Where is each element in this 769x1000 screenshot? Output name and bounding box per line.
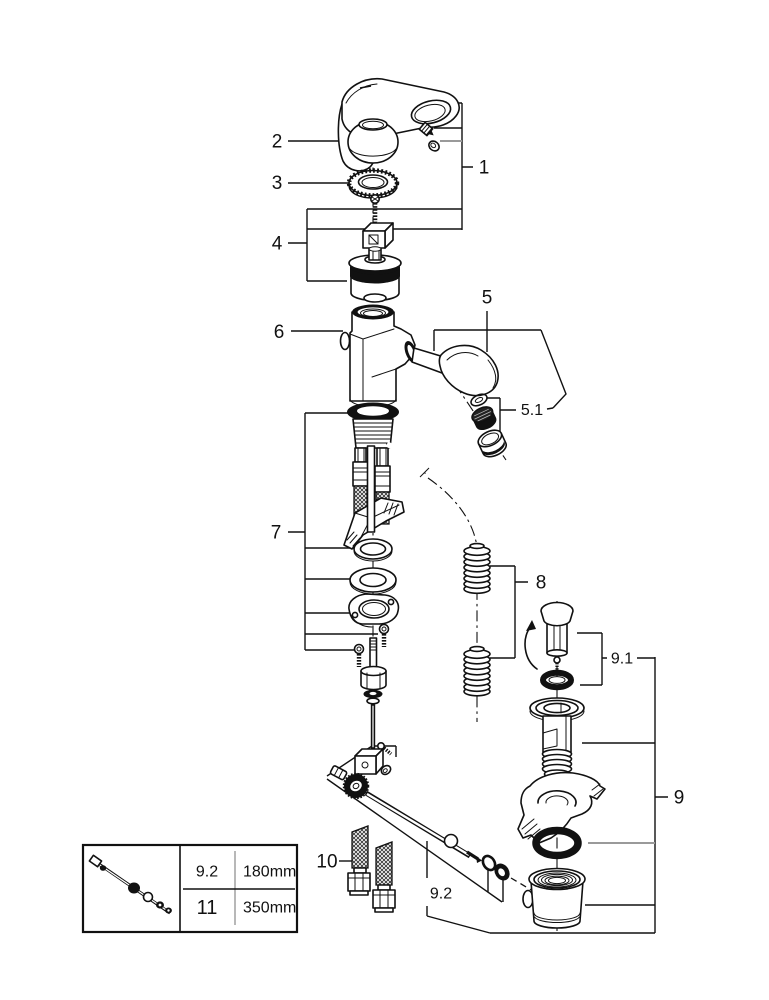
callout-2: 2 [272,132,283,153]
spring-bottom [463,645,491,697]
hose-stub-right [372,841,396,913]
rod-seal [494,863,510,881]
mounting-flange [348,593,400,628]
bracket-8 [490,565,528,659]
callout-7: 7 [271,523,282,544]
dome-cap [347,118,399,164]
callout-5: 5 [482,288,493,309]
bracket-5 [433,311,567,409]
callout-4: 4 [272,234,283,255]
spring-top [463,542,491,595]
callout-9-2: 9.2 [430,886,452,903]
cartridge-adapter [362,222,394,249]
table-value-2: 350mm [243,900,296,917]
table-row: 9.2 180mm [196,864,296,881]
pull-rod [364,790,482,863]
callout-9: 9 [674,788,685,809]
plug-seal [540,669,574,691]
bracket-9-1 [577,632,655,686]
cartridge-screw [369,194,380,227]
table-ref-2: 11 [197,897,218,919]
cartridge [348,246,402,303]
aerator-insert [471,406,497,431]
callout-9-1: 9.1 [611,651,633,668]
table-ref-1: 9.2 [196,864,218,881]
callout-5-1: 5.1 [521,402,543,419]
oring-large [353,538,393,562]
knurled-knob [342,772,370,800]
drain-tailpiece [541,715,573,779]
table-rod-thumbnail [88,854,172,915]
ring-nut [346,168,400,199]
hose-stub-left [347,825,371,896]
drain-cup [522,867,586,929]
copper-pipe [385,441,430,478]
faucet-body [339,304,418,449]
bracket-9 [490,657,668,934]
rod-coupling-block [329,741,393,781]
callout-1: 1 [479,158,490,179]
popup-plug [524,601,574,674]
callout-8: 8 [536,573,547,594]
threaded-rod-nut [360,637,387,749]
handle-screw [418,121,434,137]
spout [411,344,499,397]
bracket-7 [288,412,378,651]
washer-flat [349,567,397,595]
callout-6: 6 [274,322,285,343]
aerator-shroud [477,429,508,458]
table-row: 11 350mm [197,897,297,919]
table-value-1: 180mm [243,864,296,881]
drain-oring [532,826,582,860]
flange-screw-left [353,643,365,667]
handle-plug [428,140,440,152]
rod-oring [481,854,497,872]
callout-10: 10 [316,852,337,873]
callout-3: 3 [272,173,283,194]
drain-clamp [517,771,606,844]
bracket-4 [288,209,347,282]
callouts: 1 2 3 4 5 5.1 6 7 8 9.1 9 10 9.2 [271,132,685,903]
aerator-washer [470,393,488,407]
size-table: 9.2 180mm 11 350mm [81,843,299,934]
flange-screw-right [378,623,390,647]
pull-rod-channel [366,445,376,533]
